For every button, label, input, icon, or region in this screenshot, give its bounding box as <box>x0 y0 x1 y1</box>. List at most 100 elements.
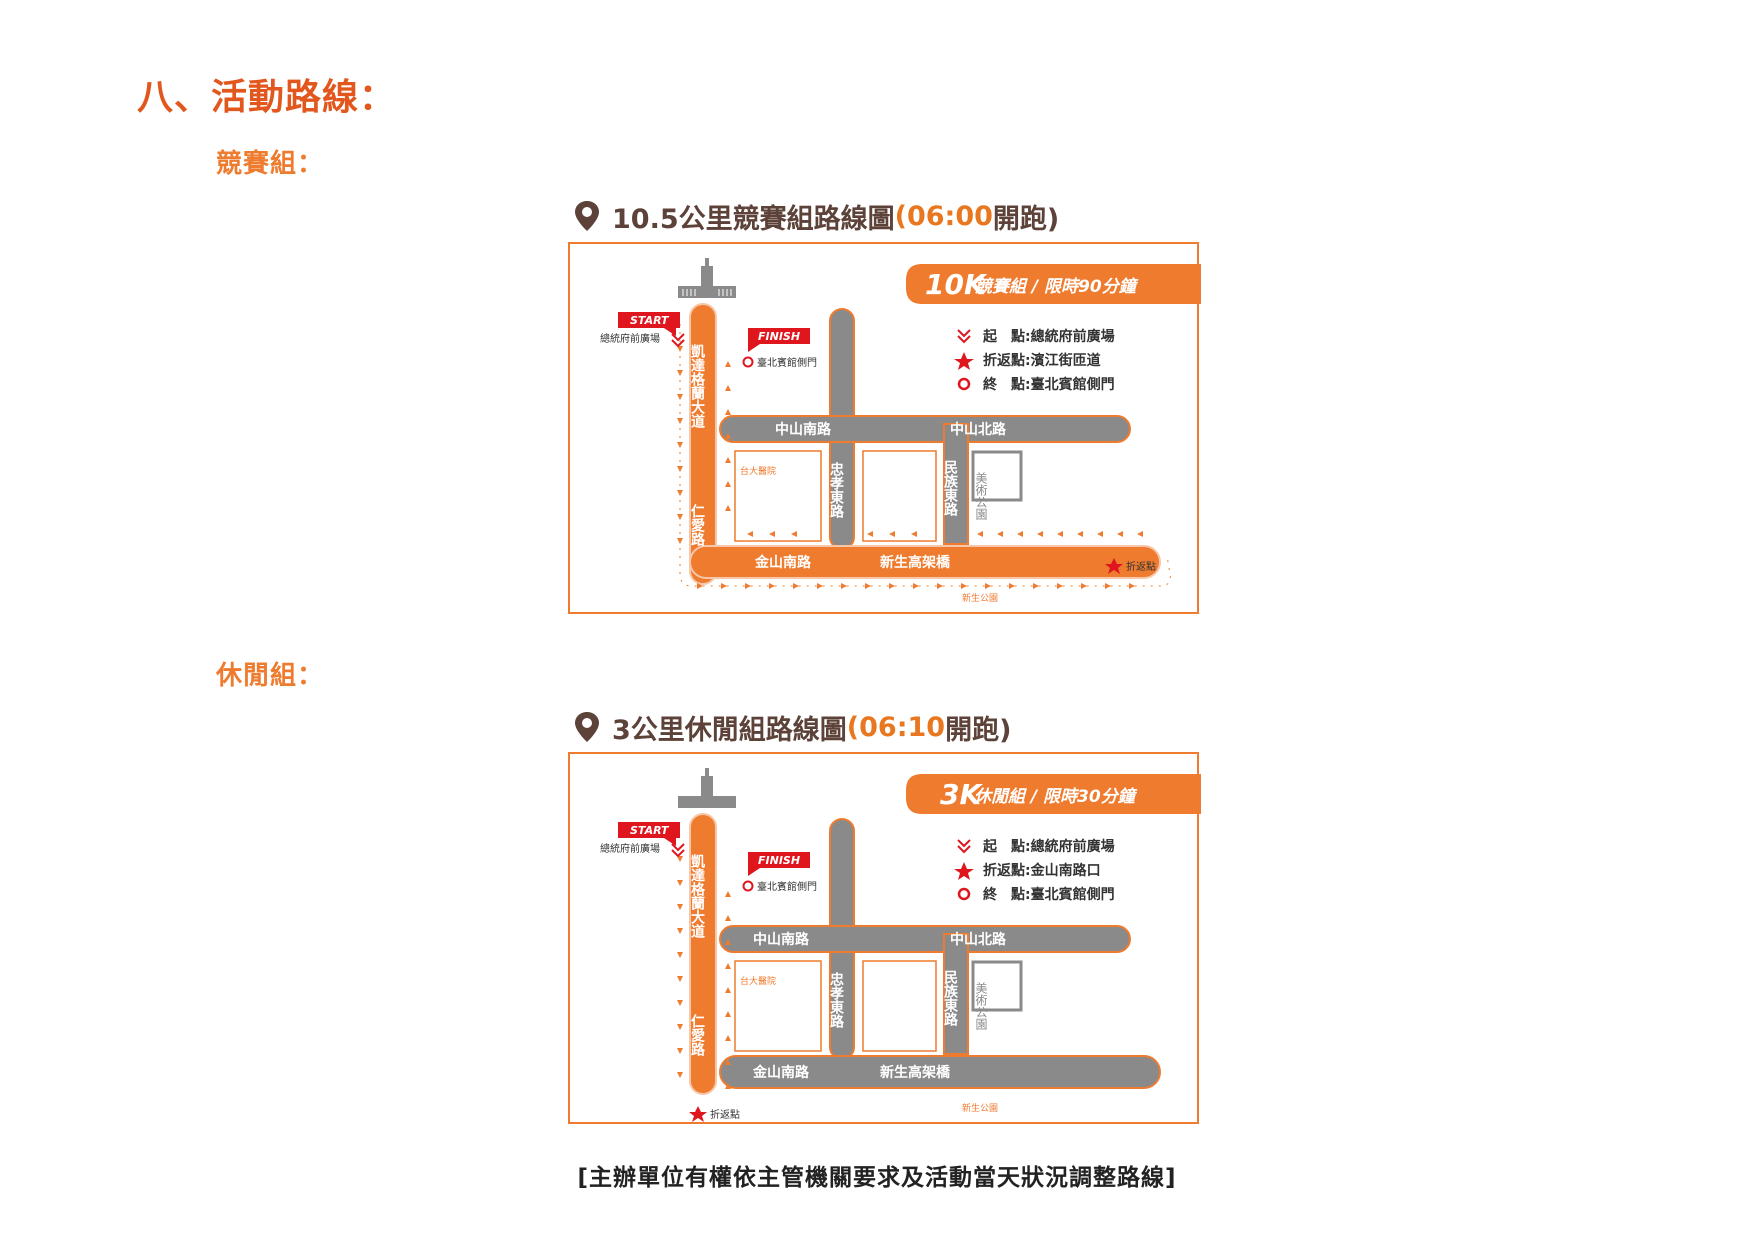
route-arrow-icon <box>725 1035 731 1041</box>
route-arrow-icon <box>1081 583 1087 589</box>
route-arrow-icon <box>725 915 731 921</box>
route-arrow-icon <box>841 583 847 589</box>
route-arrow-icon <box>725 891 731 897</box>
race-map-heading: 10.5公里競賽組路線圖 (06:00 開跑) <box>572 196 1059 236</box>
route-arrow-icon <box>725 361 731 367</box>
road-minzu-label: 民族東路 <box>942 460 958 516</box>
road-xinsheng-label: 新生高架橋 <box>880 1064 951 1081</box>
turnaround-label: 折返點 <box>710 1108 740 1121</box>
art-park-label: 美術公園 <box>974 472 988 520</box>
leisure-map-heading-text: 3公里休閒組路線圖 <box>612 714 847 746</box>
route-arrow-icon <box>1037 531 1043 537</box>
road-jinshan-shape <box>689 545 1161 579</box>
leisure-map-heading-time: (06:10 <box>846 711 946 743</box>
route-arrow-icon <box>725 987 731 993</box>
road-zhongshan-s-label: 中山南路 <box>775 421 832 438</box>
route-arrow-icon <box>1137 531 1143 537</box>
route-arrow-icon <box>725 505 731 511</box>
art-park-label: 美術公園 <box>974 982 988 1030</box>
start-flag: START <box>618 822 680 846</box>
leisure-banner-big: 3K <box>940 778 983 811</box>
route-arrow-icon <box>1009 583 1015 589</box>
road-zhongxiao-label: 忠孝東路 <box>828 972 845 1028</box>
route-arrow-icon <box>1129 583 1135 589</box>
finish-flag: FINISH <box>748 328 810 352</box>
road-renai-label: 仁愛路 <box>689 1013 705 1056</box>
start-chevron-icon <box>671 333 685 348</box>
race-banner <box>906 264 1201 304</box>
finish-circle-icon <box>742 356 754 368</box>
xinsheng-park-label: 新生公園 <box>962 592 998 604</box>
legend-star-icon <box>954 352 974 370</box>
start-flag: START <box>618 312 680 336</box>
road-zhongxiao-label: 忠孝東路 <box>828 462 845 518</box>
route-arrow-icon <box>725 433 731 439</box>
svg-text:起 點:總統府前廣場: 起 點:總統府前廣場 <box>982 328 1115 345</box>
route-arrow-icon <box>911 531 917 537</box>
svg-text:終 點:臺北賓館側門: 終 點:臺北賓館側門 <box>983 886 1115 903</box>
route-arrow-icon <box>977 531 983 537</box>
route-arrow-icon <box>725 409 731 415</box>
route-adjustment-notice: [主辦單位有權依主管機關要求及活動當天狀況調整路線] <box>577 1165 1177 1191</box>
leisure-banner <box>906 774 1201 814</box>
route-arrow-icon <box>677 1024 683 1030</box>
route-arrow-icon <box>1105 583 1111 589</box>
route-arrow-icon <box>725 963 731 969</box>
route-arrow-icon <box>677 1048 683 1054</box>
svg-text:START: START <box>630 824 670 837</box>
location-pin-icon <box>575 712 599 742</box>
road-ketagalan-label: 凱達格蘭大道 <box>689 854 705 939</box>
road-xinsheng-label: 新生高架橋 <box>880 554 951 571</box>
route-arrow-icon <box>677 856 683 862</box>
xinsheng-park-label: 新生公園 <box>962 1102 998 1114</box>
route-arrow-icon <box>889 583 895 589</box>
turnaround-star-icon <box>689 1106 707 1122</box>
route-arrow-icon <box>791 531 797 537</box>
route-arrow-icon <box>725 939 731 945</box>
race-group-label: 競賽組： <box>216 149 325 179</box>
finish-flag: FINISH <box>748 852 810 876</box>
route-arrow-icon <box>725 481 731 487</box>
race-banner-big: 10K <box>925 268 988 301</box>
route-arrow-icon <box>677 928 683 934</box>
leisure-legend: 起 點:總統府前廣場 折返點:金山南路口 終 點:臺北賓館側門 <box>954 838 1115 903</box>
turnaround-label: 折返點 <box>1126 560 1156 573</box>
route-arrow-icon <box>889 531 895 537</box>
svg-text:終 點:臺北賓館側門: 終 點:臺北賓館側門 <box>983 376 1115 393</box>
race-map-heading-suffix: 開跑) <box>992 203 1060 235</box>
hospital-label: 台大醫院 <box>740 465 776 477</box>
route-arrow-icon <box>677 952 683 958</box>
leisure-banner-small: 休閒組 / 限時30分鐘 <box>974 787 1138 807</box>
route-arrow-icon <box>817 583 823 589</box>
road-minzu-label: 民族東路 <box>942 970 958 1026</box>
route-arrow-icon <box>725 1011 731 1017</box>
route-arrow-icon <box>721 583 727 589</box>
svg-text:折返點:金山南路口: 折返點:金山南路口 <box>983 862 1101 879</box>
leisure-map-heading: 3公里休閒組路線圖 (06:10 開跑) <box>572 707 1011 747</box>
leisure-map-heading-suffix: 開跑) <box>945 714 1012 746</box>
route-arrow-icon <box>937 583 943 589</box>
svg-text:START: START <box>630 314 670 327</box>
route-arrow-icon <box>677 904 683 910</box>
route-arrow-icon <box>1033 583 1039 589</box>
route-arrow-icon <box>677 1000 683 1006</box>
route-arrow-icon <box>769 531 775 537</box>
svg-text:起 點:總統府前廣場: 起 點:總統府前廣場 <box>982 838 1115 855</box>
route-arrow-icon <box>769 583 775 589</box>
route-arrow-icon <box>867 531 873 537</box>
route-arrow-icon <box>725 1059 731 1065</box>
road-ketagalan-label: 凱達格蘭大道 <box>689 344 705 429</box>
legend-circle-icon <box>957 377 971 391</box>
route-arrow-icon <box>865 583 871 589</box>
turnaround-star-icon <box>1105 558 1123 574</box>
route-arrow-icon <box>961 583 967 589</box>
route-arrow-icon <box>1057 531 1063 537</box>
route-arrow-icon <box>745 583 751 589</box>
svg-text:FINISH: FINISH <box>758 854 800 867</box>
road-zhongshan-n-label: 中山北路 <box>950 421 1007 438</box>
route-arrow-icon <box>1117 531 1123 537</box>
road-zhongshan-n-label: 中山北路 <box>950 931 1007 948</box>
road-ketagalan-shape <box>689 303 717 585</box>
route-arrow-icon <box>997 531 1003 537</box>
road-jinshan-label: 金山南路 <box>752 1064 810 1081</box>
